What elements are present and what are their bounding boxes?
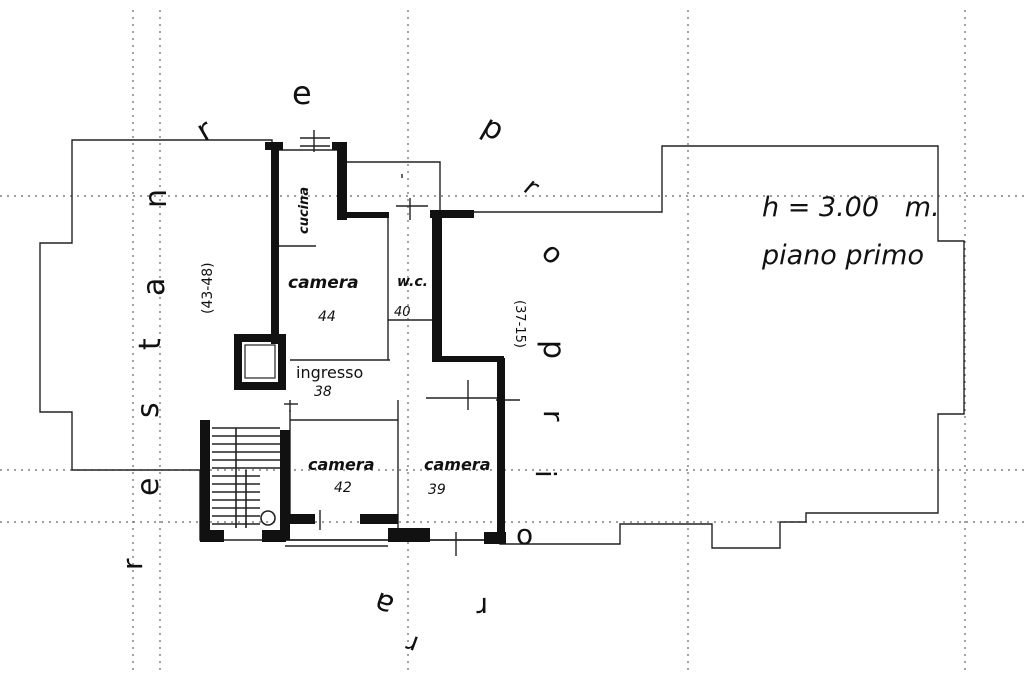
facade-letter: s <box>131 402 166 418</box>
facade-letter: e <box>292 74 312 112</box>
room-label-ingresso: ingresso <box>296 363 363 382</box>
facade-letter: p <box>536 340 571 359</box>
room-label-camera-39: camera <box>424 455 491 474</box>
facade-letter: i <box>529 470 562 478</box>
left-side-reference: (43-48) <box>200 262 216 314</box>
room-label-wc: w.c. <box>397 274 428 290</box>
facade-letter: r <box>402 628 423 660</box>
ceiling-height-note: h = 3.00 m. <box>762 192 940 223</box>
floor-name: piano primo <box>761 240 924 271</box>
staircase <box>212 427 280 528</box>
window-markers <box>284 130 484 556</box>
grid-guides <box>0 10 1024 672</box>
room-label-camera-42: camera <box>308 455 375 474</box>
facade-letter: a <box>369 584 398 623</box>
facade-letter: r <box>518 172 546 202</box>
facade-letter: r <box>191 112 220 149</box>
room-label-camera-44: camera <box>288 273 359 293</box>
building-outline <box>39 139 965 549</box>
facade-letter: n <box>139 189 174 208</box>
room-number-39: 39 <box>428 482 446 498</box>
facade-letter: r <box>537 410 570 422</box>
facade-letters-bottom: r a r r <box>116 558 488 660</box>
room-number-38: 38 <box>314 384 332 400</box>
facade-letter: r <box>476 591 488 624</box>
room-number-44: 44 <box>318 309 336 325</box>
interior-walls <box>276 214 520 547</box>
room-number-42: 42 <box>334 480 352 496</box>
facade-letter: e <box>131 478 166 496</box>
facade-letter: r <box>116 558 149 570</box>
facade-letter: o <box>516 518 533 551</box>
room-number-40: 40 <box>394 305 411 320</box>
facade-letter: o <box>535 236 570 271</box>
room-label-cucina: cucina <box>297 187 312 234</box>
facade-letters-left: n a t s e <box>131 189 174 496</box>
facade-letter: p <box>476 109 510 149</box>
thick-walls <box>200 142 506 544</box>
facade-letter: a <box>137 278 172 296</box>
right-side-reference: (37-15) <box>512 300 527 348</box>
facade-letter: t <box>133 338 168 350</box>
facade-letters-top: r e p r o p r i o <box>191 74 572 551</box>
